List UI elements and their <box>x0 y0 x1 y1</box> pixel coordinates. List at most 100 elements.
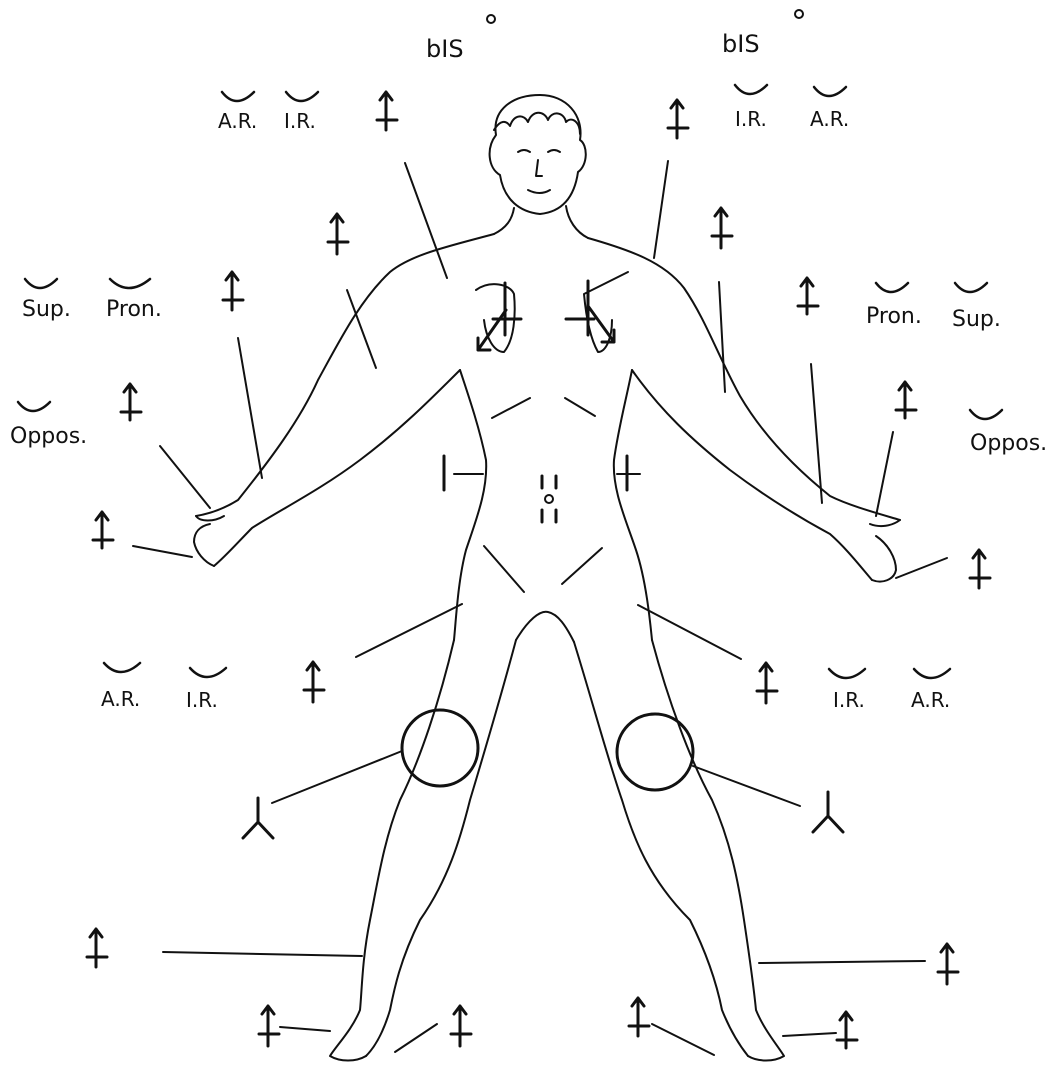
joint-symbols <box>87 92 990 1048</box>
cross-arrow-icon <box>712 208 732 248</box>
left-arm-lower <box>214 370 460 566</box>
bracket-icon <box>222 92 254 101</box>
leader-ankle-left <box>163 952 362 956</box>
knee-y-icon <box>243 798 273 838</box>
bracket-icon <box>914 669 950 678</box>
bracket-icon <box>970 410 1002 419</box>
knee-markers <box>402 710 693 790</box>
label-shoulder-right-ar: A.R. <box>810 107 849 131</box>
cross-arrow-icon <box>757 663 777 703</box>
cross-arrow-icon <box>798 278 818 314</box>
left-hand <box>194 516 224 566</box>
bracket-icon <box>955 283 987 292</box>
bracket-icon <box>104 663 140 672</box>
trunk-center-icon <box>545 495 553 503</box>
cross-arrow-icon <box>377 92 397 130</box>
bracket-icon <box>829 669 865 678</box>
bracket-icon <box>286 92 318 101</box>
right-leg-outer <box>652 640 784 1061</box>
cross-arrow-icon <box>668 100 688 138</box>
cross-arrow-icon <box>93 512 113 548</box>
label-forearm-left-sup: Sup. <box>22 297 71 322</box>
bracket-icon <box>735 85 767 94</box>
cross-arrow-icon <box>837 1012 857 1048</box>
degree-markers <box>487 10 803 23</box>
leader-thumb-left <box>160 446 210 508</box>
top-right-label: bIS <box>722 30 760 58</box>
chest-line-left <box>492 398 530 418</box>
cross-arrow-icon <box>896 382 916 418</box>
degree-marker-right <box>795 10 803 18</box>
right-arm-lower <box>632 370 872 580</box>
label-thumb-right-oppos: Oppos. <box>970 431 1047 456</box>
hair-outline <box>494 113 580 134</box>
body-outline <box>194 95 900 1061</box>
label-forearm-right-pron: Pron. <box>866 304 922 329</box>
leader-forearm-left <box>238 338 262 478</box>
leader-toe-right <box>783 1033 836 1036</box>
eye-left <box>518 150 530 152</box>
label-forearm-right-sup: Sup. <box>952 307 1001 332</box>
bracket-icon <box>876 283 908 292</box>
cross-arrow-icon <box>938 944 958 984</box>
crotch-line <box>516 612 574 642</box>
bracket-icon <box>25 279 57 288</box>
label-brackets <box>18 85 1002 678</box>
cross-arrow-icon <box>259 1006 279 1046</box>
cross-arrow-icon <box>223 272 243 310</box>
label-hip-left-ar: A.R. <box>101 687 140 711</box>
label-shoulder-left-ir: I.R. <box>284 109 316 133</box>
leader-foot-right-up <box>652 1024 714 1055</box>
eye-right <box>548 150 560 152</box>
label-hip-left-ir: I.R. <box>186 688 218 712</box>
leader-elbow-right <box>719 282 725 392</box>
leader-hip-left <box>356 604 462 657</box>
right-hand <box>870 520 900 582</box>
left-leg-inner <box>366 640 516 1056</box>
label-thumb-left-oppos: Oppos. <box>10 424 87 449</box>
knee-circle-right <box>617 714 693 790</box>
chest-line-right <box>565 398 595 416</box>
leader-knee-left <box>272 751 402 803</box>
cross-arrow-icon <box>304 662 324 702</box>
knee-y-icon <box>813 792 843 832</box>
leader-fingers-left <box>133 546 192 557</box>
leader-elbow-left <box>347 290 376 368</box>
groin-line-right <box>562 548 602 584</box>
label-shoulder-left-ar: A.R. <box>218 109 257 133</box>
torso-right-side <box>614 370 652 640</box>
cross-arrow-icon <box>451 1006 471 1046</box>
degree-marker-left <box>487 15 495 23</box>
right-leg-inner <box>574 642 748 1056</box>
left-shoulder-arm-upper <box>196 234 494 516</box>
nose <box>536 160 542 176</box>
leader-toe-left <box>280 1027 330 1031</box>
label-hip-right-ir: I.R. <box>833 688 865 712</box>
top-left-label: bIS <box>426 35 464 63</box>
leader-fingers-right <box>896 558 947 578</box>
text-labels: bIS bIS A.R. I.R. I.R. A.R. Sup. Pron. P… <box>10 30 1047 712</box>
label-hip-right-ar: A.R. <box>911 688 950 712</box>
cross-arrow-icon <box>121 384 141 420</box>
neck-left <box>494 208 514 234</box>
cross-arrow-icon <box>970 550 990 588</box>
label-forearm-left-pron: Pron. <box>106 297 162 322</box>
leader-knee-right <box>693 766 800 806</box>
knee-circle-left <box>402 710 478 786</box>
cross-arrow-icon <box>629 998 649 1036</box>
neck-right <box>566 206 588 238</box>
leader-lines <box>133 161 947 1055</box>
cross-arrow-icon <box>87 929 107 967</box>
bracket-icon <box>190 668 226 677</box>
bracket-icon <box>814 87 846 96</box>
cross-arrow-icon <box>328 214 348 254</box>
leader-foot-left-up <box>395 1024 437 1052</box>
leader-shoulder-left <box>405 163 447 278</box>
leader-hip-right <box>638 605 741 659</box>
groin-line-left <box>484 546 524 592</box>
leader-shoulder-right <box>654 161 668 258</box>
right-shoulder-arm-upper <box>588 238 900 520</box>
mouth <box>528 190 550 193</box>
